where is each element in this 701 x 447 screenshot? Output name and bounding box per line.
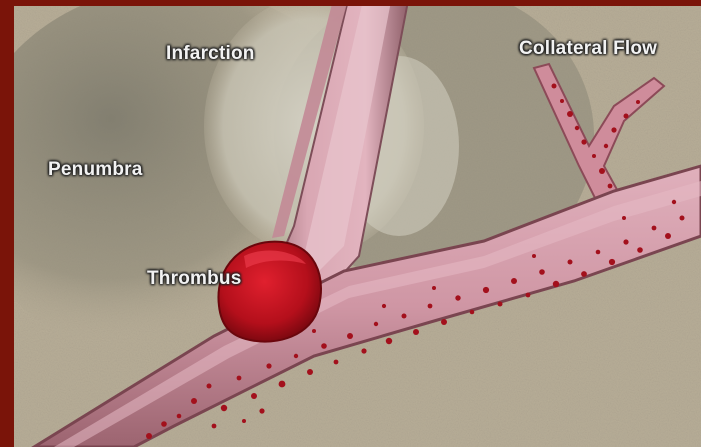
thrombus-label: Thrombus	[147, 268, 242, 290]
penumbra-label: Penumbra	[48, 159, 143, 181]
stroke-illustration: Infarction Collateral Flow Penumbra Thro…	[14, 6, 701, 447]
collateral-flow-label: Collateral Flow	[519, 38, 657, 60]
infarction-label: Infarction	[166, 43, 255, 65]
